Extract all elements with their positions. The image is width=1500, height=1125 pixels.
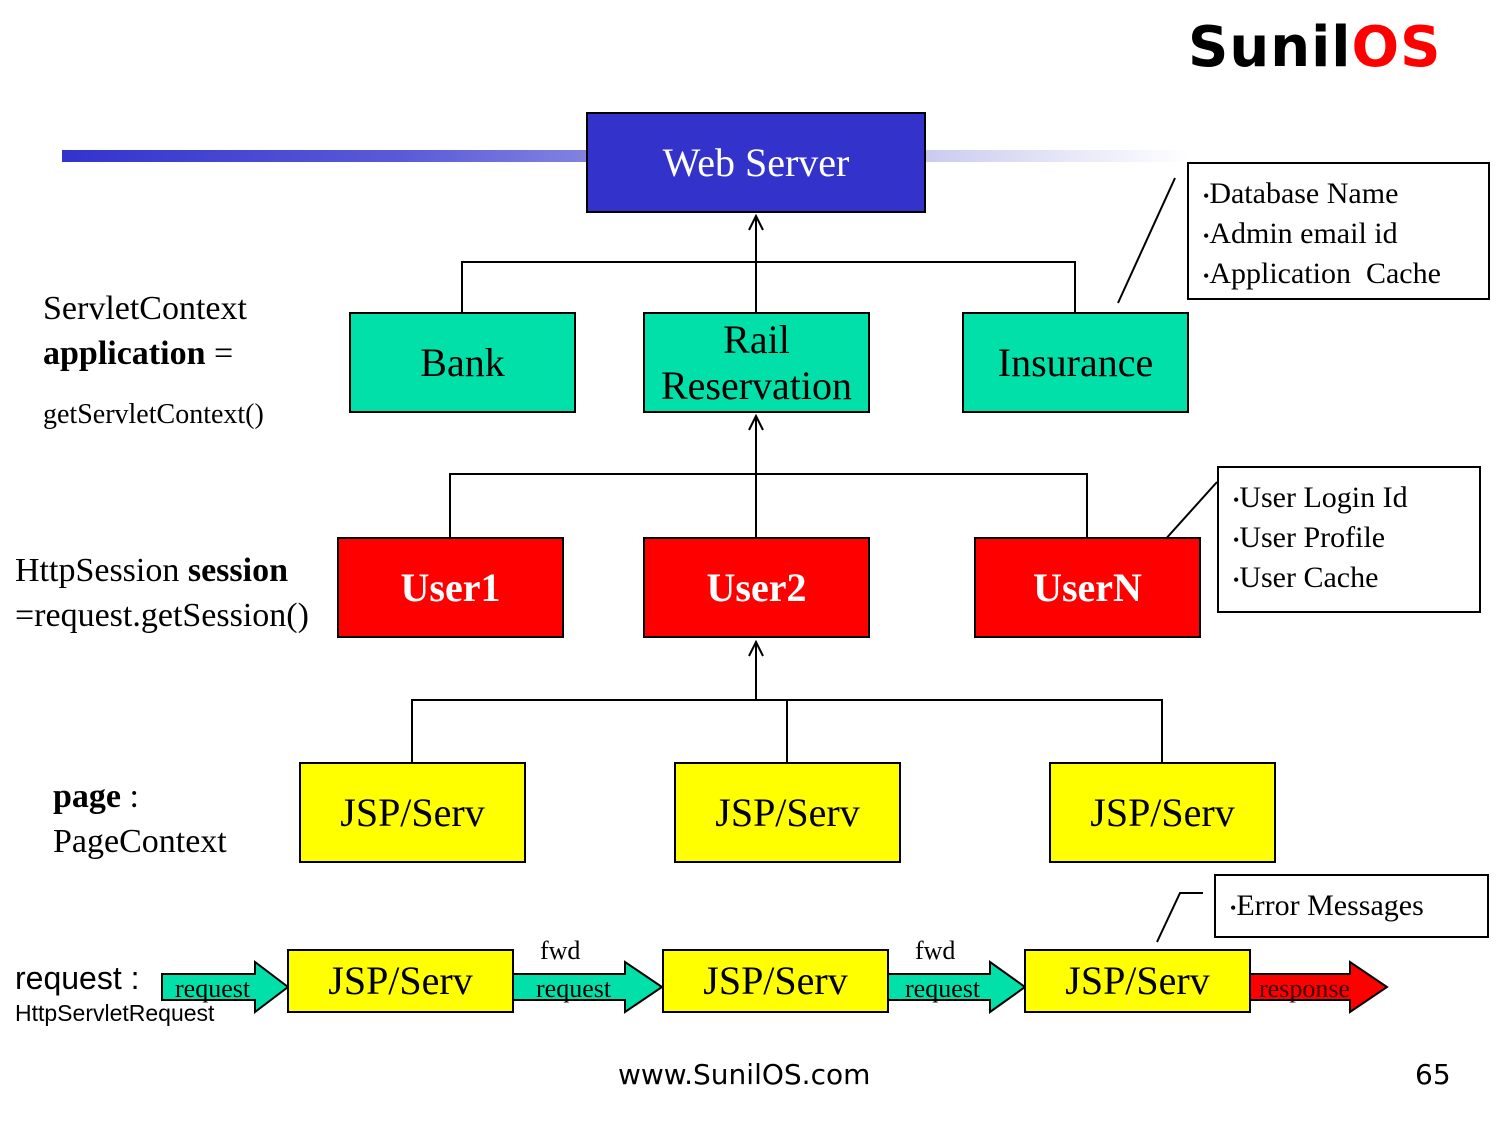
response-arrow (1248, 960, 1389, 1014)
get-session-text: =request.getSession() (15, 597, 309, 634)
logo-text-sunil: Sunil (1188, 15, 1352, 80)
usern-label: UserN (1033, 564, 1142, 610)
rail-label-line1: Rail (723, 316, 790, 362)
page-jsp-box-3: JSP/Serv (1049, 762, 1276, 863)
application-scope-note: Database Name Admin email id Application… (1187, 162, 1490, 300)
page-keyword: page (53, 778, 121, 815)
request-jsp-box-1: JSP/Serv (287, 949, 514, 1013)
callout-line-application (1117, 177, 1176, 304)
session-scope-note: User Login Id User Profile User Cache (1217, 466, 1481, 613)
page-colon: : (121, 778, 139, 815)
page-jsp-label-3: JSP/Serv (1090, 789, 1235, 835)
usern-box: UserN (974, 537, 1201, 638)
page-jsp-label-1: JSP/Serv (340, 789, 485, 835)
arrowhead-user2 (748, 639, 764, 657)
page-jsp-label-2: JSP/Serv (715, 789, 860, 835)
page-declaration-line: page : (53, 774, 227, 819)
connector-app-level (461, 218, 1076, 312)
note-item-database-name: Database Name (1203, 174, 1488, 214)
servlet-context-text: ServletContext (43, 290, 247, 327)
request-jsp-label-3: JSP/Serv (1065, 958, 1210, 1003)
note-item-user-cache: User Cache (1233, 558, 1479, 598)
request-jsp-box-2: JSP/Serv (662, 949, 889, 1013)
request-jsp-label-1: JSP/Serv (328, 958, 473, 1003)
page-number: 65 (1415, 1058, 1451, 1091)
page-context-text: PageContext (53, 823, 227, 860)
insurance-box: Insurance (962, 312, 1189, 413)
note-item-user-login-id: User Login Id (1233, 478, 1479, 518)
bank-box: Bank (349, 312, 576, 413)
request-scope-label: request : (15, 960, 140, 996)
note-item-user-profile: User Profile (1233, 518, 1479, 558)
rail-reservation-box: Rail Reservation (643, 312, 870, 413)
page-jsp-box-1: JSP/Serv (299, 762, 526, 863)
user1-box: User1 (337, 537, 564, 638)
user2-box: User2 (643, 537, 870, 638)
flow-fwd-label-2: fwd (915, 936, 956, 965)
application-scope-label: ServletContext application = (43, 286, 247, 376)
http-session-text: HttpSession (15, 552, 188, 589)
bank-label: Bank (420, 339, 505, 385)
rail-label-line2: Reservation (660, 362, 853, 408)
callout-line-session (1162, 481, 1218, 543)
arrowhead-rail (748, 413, 764, 431)
insurance-label: Insurance (997, 339, 1154, 385)
get-servlet-context-text: getServletContext() (43, 399, 264, 430)
request-arrow-3 (886, 960, 1027, 1014)
flow-fwd-label-1: fwd (540, 936, 581, 965)
note-item-error-messages: Error Messages (1230, 886, 1487, 926)
page-jsp-box-2: JSP/Serv (674, 762, 901, 863)
http-servlet-request-text: HttpServletRequest (15, 1000, 215, 1026)
user2-label: User2 (706, 564, 807, 610)
arrowhead-web-server (748, 213, 764, 231)
connector-session-level (449, 418, 1088, 537)
request-arrow-2 (511, 960, 664, 1014)
sunilos-logo: SunilOS (1188, 14, 1441, 82)
logo-text-os: OS (1351, 15, 1442, 80)
flow-response-label: response (1259, 974, 1350, 1003)
application-assignment-line: application = (43, 331, 247, 376)
request-jsp-box-3: JSP/Serv (1024, 949, 1251, 1013)
application-keyword: application (43, 335, 206, 372)
note-item-admin-email: Admin email id (1203, 214, 1488, 254)
callout-line-request (1156, 892, 1203, 943)
request-jsp-label-2: JSP/Serv (703, 958, 848, 1003)
user1-label: User1 (400, 564, 501, 610)
flow-request-label-1: request (175, 974, 251, 1003)
session-keyword: session (187, 552, 288, 589)
flow-request-label-2: request (536, 974, 612, 1003)
request-arrow-1 (161, 959, 290, 1015)
session-scope-label: HttpSession session =request.getSession(… (15, 548, 309, 638)
note-item-application-cache: Application Cache (1203, 254, 1488, 294)
session-declaration-line: HttpSession session (15, 548, 309, 593)
connector-page-level (411, 643, 1163, 762)
application-equals: = (205, 335, 234, 372)
page-scope-label: page : PageContext (53, 774, 227, 864)
request-scope-note: Error Messages (1214, 874, 1489, 938)
web-server-box: Web Server (586, 112, 926, 213)
flow-request-label-3: request (905, 974, 981, 1003)
web-server-label: Web Server (662, 139, 850, 185)
footer-url: www.SunilOS.com (618, 1058, 871, 1091)
